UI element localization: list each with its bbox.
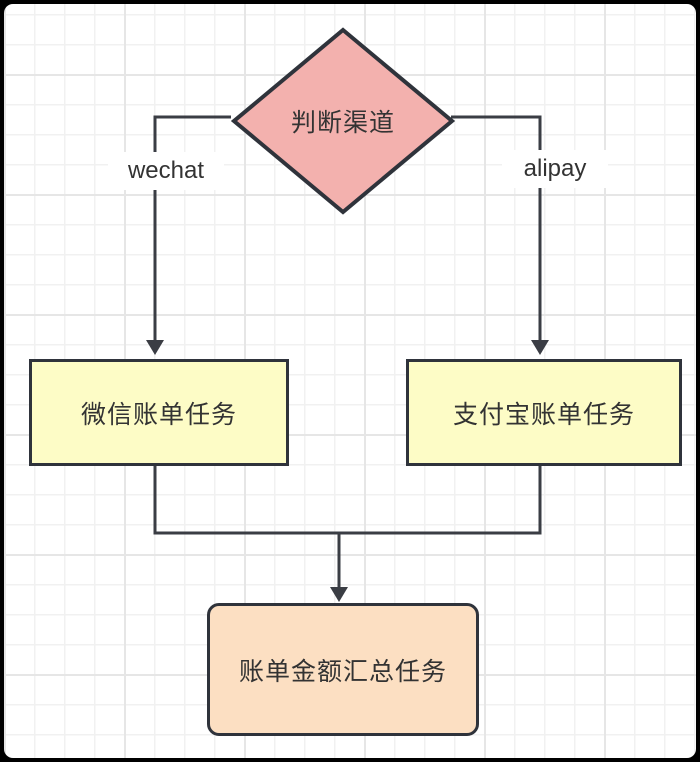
arrowhead-summary-icon (330, 587, 348, 602)
edge-decision-to-wechat (146, 115, 231, 355)
node-alipay-task-label: 支付宝账单任务 (452, 400, 635, 429)
diagram-canvas[interactable]: 判断渠道 wechat alipay 微信账单任务 支付宝账单任务 账单金额汇总… (4, 4, 696, 758)
edge-label-wechat[interactable]: wechat (108, 152, 224, 190)
node-wechat-task[interactable]: 微信账单任务 (29, 359, 289, 466)
node-summary-task[interactable]: 账单金额汇总任务 (207, 603, 479, 736)
diamond-shape (231, 27, 455, 215)
node-wechat-task-label: 微信账单任务 (80, 400, 237, 429)
edge-merge-to-summary (153, 462, 542, 602)
node-decision-label: 判断渠道 (290, 109, 395, 137)
arrowhead-alipay-icon (531, 340, 549, 355)
connectors-layer (146, 115, 549, 602)
edge-label-alipay[interactable]: alipay (502, 150, 608, 188)
arrowhead-wechat-icon (146, 340, 164, 355)
node-alipay-task[interactable]: 支付宝账单任务 (406, 359, 682, 466)
edge-decision-to-alipay (451, 115, 549, 355)
node-decision[interactable]: 判断渠道 (231, 27, 455, 215)
node-summary-task-label: 账单金额汇总任务 (238, 657, 447, 686)
